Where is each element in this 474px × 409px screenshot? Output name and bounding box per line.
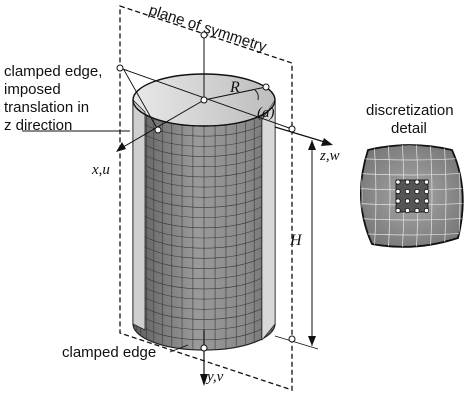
symmetry-plane xyxy=(119,5,293,391)
node-center xyxy=(200,96,208,104)
node-rim-right xyxy=(262,83,270,91)
plane-label: plane of symmetry xyxy=(147,2,269,56)
node-bottom xyxy=(200,344,208,352)
detail-node xyxy=(404,198,411,204)
detail-mesh-line xyxy=(350,248,470,250)
node-bottom-right xyxy=(288,335,296,343)
detail-mesh-line xyxy=(373,145,377,247)
z-arrowhead xyxy=(321,138,333,146)
detail-mesh-line xyxy=(429,145,433,247)
detail-mesh-line xyxy=(360,172,463,176)
z-axis-symbol: z,w xyxy=(319,148,340,164)
y-axis-symbol: y,v xyxy=(205,369,224,385)
clamped-top-line-4: z direction xyxy=(4,117,72,134)
detail-node xyxy=(423,207,430,214)
discretization-label: discretization detail xyxy=(366,102,458,137)
discretization-line-2: detail xyxy=(391,120,427,137)
detail-node xyxy=(404,188,411,195)
clamped-bottom-label: clamped edge xyxy=(62,344,156,361)
height-arrow-down xyxy=(308,336,316,346)
height-dim-top xyxy=(274,126,319,141)
node-plane-left xyxy=(116,64,124,72)
detail-node xyxy=(395,207,401,214)
x-axis-symbol: x,u xyxy=(91,162,110,178)
radius-line xyxy=(203,86,267,101)
x-arrowhead xyxy=(116,142,126,152)
detail-node xyxy=(395,188,401,195)
detail-mesh-line xyxy=(387,145,391,247)
detail-node xyxy=(423,198,430,204)
detail-node xyxy=(414,188,420,195)
leader-bottom xyxy=(169,344,189,353)
angle-symbol: (a) xyxy=(257,105,275,121)
node-rim-left xyxy=(154,126,162,134)
clamped-top-line-2: imposed xyxy=(4,81,61,98)
detail-node xyxy=(423,179,430,185)
leader-top xyxy=(123,69,159,131)
detail-node xyxy=(414,179,420,185)
discretization-line-1: discretization xyxy=(366,102,454,119)
detail-node xyxy=(404,207,411,214)
right-band xyxy=(261,98,276,341)
height-dim-bottom xyxy=(274,335,319,350)
y-arrowhead xyxy=(200,374,208,386)
detail-node xyxy=(414,198,420,204)
detail-node xyxy=(395,179,401,185)
x-axis-line xyxy=(117,99,205,151)
detail-inner-square xyxy=(395,179,429,213)
clamped-top-line-3: translation in xyxy=(4,99,89,116)
height-symbol: H xyxy=(289,232,303,249)
node-z xyxy=(288,125,296,133)
clamped-strip xyxy=(132,99,146,331)
height-arrow-up xyxy=(308,140,316,150)
node-top xyxy=(200,31,208,39)
detail-node xyxy=(414,207,420,214)
detail-node xyxy=(423,188,430,195)
angle-arc xyxy=(254,89,259,101)
detail-node xyxy=(404,179,411,185)
detail-mesh-line xyxy=(360,145,363,247)
node-markers xyxy=(116,31,296,352)
radius-symbol: R xyxy=(229,79,240,96)
discretization-detail xyxy=(350,144,470,250)
clamped-top-label: clamped edge, imposed translation in xyxy=(4,63,107,116)
detail-node xyxy=(395,198,401,204)
clamped-top-line-1: clamped edge, xyxy=(4,63,102,80)
